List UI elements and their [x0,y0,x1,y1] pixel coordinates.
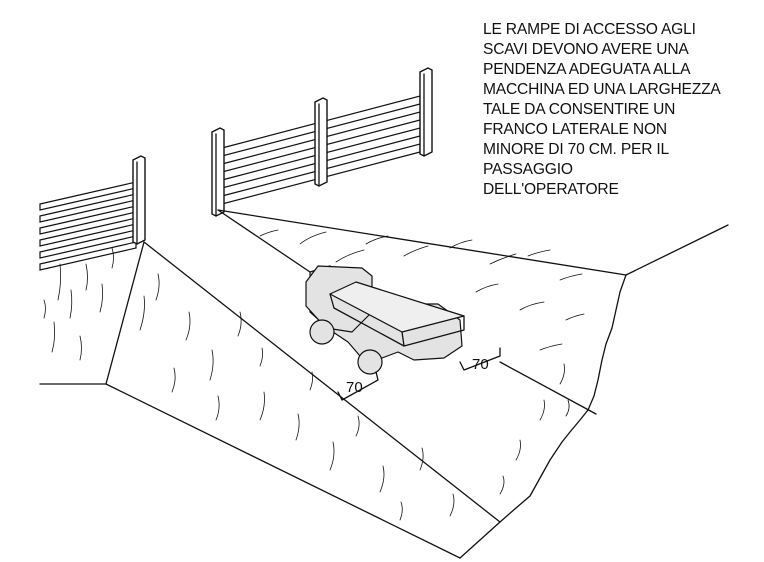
left-clearance-label: 70 [346,379,363,396]
truck [305,265,465,375]
left-fence-post [132,155,146,245]
note-line: FRANCO LATERALE NON [483,121,667,138]
note-line: PASSAGGIO [483,161,573,178]
excavation-outlines [39,209,729,559]
right-clearance-label: 70 [472,356,489,373]
truck-front-wheel [309,319,335,345]
right-clearance-dimension: 70 [459,347,501,373]
left-fence [39,155,146,271]
note-line: PENDENZA ADEGUATA ALLA [483,61,691,78]
note-line: TALE DA CONSENTIRE UN [483,101,676,118]
safety-note: LE RAMPE DI ACCESSO AGLI SCAVI DEVONO AV… [483,20,764,200]
right-fence [211,67,433,217]
left-clearance-dimension: 70 [337,371,379,401]
left-fence-rails [39,181,137,271]
note-line: MACCHINA ED UNA LARGHEZZA [483,81,721,98]
truck-rear-wheel [357,349,383,375]
note-line: SCAVI DEVONO AVERE UNA [483,41,689,58]
right-fence-post-1 [211,127,225,217]
note-line: DELL'OPERATORE [483,181,619,198]
note-line: LE RAMPE DI ACCESSO AGLI [483,21,696,38]
note-line: MINORE DI 70 CM. PER IL [483,141,670,158]
terrain-hatching [43,229,585,521]
right-fence-post-2 [314,97,328,187]
right-fence-post-3 [419,67,433,157]
